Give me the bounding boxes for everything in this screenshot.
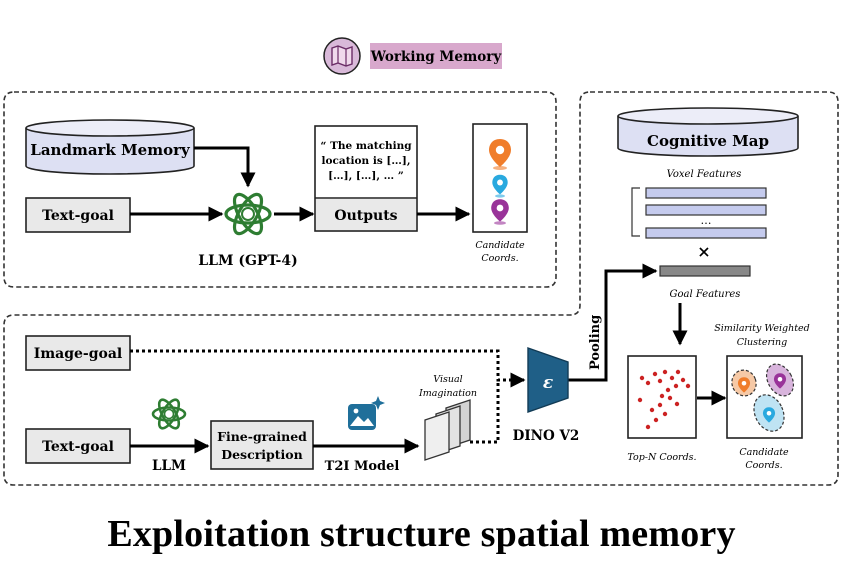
right-arrows	[568, 263, 727, 406]
top-arrows	[130, 146, 471, 222]
candidate-right-line-1: Candidate	[739, 447, 789, 458]
image-sparkle-icon	[348, 396, 385, 430]
top-text-goal-box: Text-goal	[25, 197, 131, 233]
voxel-features-bars: …	[631, 187, 767, 239]
bottom-text-goal-box: Text-goal	[25, 428, 131, 464]
multiply-symbol: ×	[697, 242, 710, 261]
pooling-label: Pooling	[588, 315, 603, 370]
working-memory-header: Working Memory	[323, 37, 503, 75]
similarity-line-1: Similarity Weighted	[714, 323, 809, 334]
bottom-text-goal-label: Text-goal	[42, 439, 114, 455]
candidate-top-line-2: Coords.	[481, 253, 518, 264]
visual-line-2: Imagination	[418, 388, 477, 399]
figure-title: Exploitation structure spatial memory	[107, 513, 736, 555]
similarity-line-2: Clustering	[737, 337, 788, 348]
landmark-memory-db: Landmark Memory	[25, 119, 195, 175]
top-panel-border	[3, 91, 557, 288]
bottom-arrows	[130, 349, 526, 454]
voxel-features-label: Voxel Features	[667, 169, 742, 180]
top-text-goal-label: Text-goal	[42, 208, 114, 224]
t2i-model-label: T2I Model	[325, 459, 400, 474]
outputs-block: “ The matching location is […], […], […]…	[314, 125, 418, 232]
openai-logo-small-icon	[151, 398, 187, 430]
map-icon	[331, 45, 353, 67]
fine-line-1: Fine-grained	[217, 429, 307, 444]
llm-gpt4-label: LLM (GPT-4)	[198, 253, 297, 269]
openai-logo-icon	[224, 192, 272, 236]
topn-coords-box	[627, 355, 697, 439]
cognitive-map-label: Cognitive Map	[647, 132, 769, 150]
quote-line-2: location is […],	[322, 155, 411, 167]
outputs-label: Outputs	[334, 208, 397, 224]
dino-v2-label: DINO V2	[513, 428, 580, 444]
candidate-coords-box-top	[472, 123, 528, 233]
imagination-stack	[424, 399, 471, 461]
clustering-box	[726, 355, 803, 439]
candidate-right-line-2: Coords.	[745, 460, 782, 471]
quote-line-1: “ The matching	[320, 140, 412, 152]
bottom-panel-border	[3, 91, 839, 486]
image-goal-box: Image-goal	[25, 335, 131, 371]
llm-label: LLM	[152, 458, 186, 474]
topn-points	[637, 369, 691, 430]
fine-line-2: Description	[221, 447, 302, 462]
arrow-image-goal-to-dino	[130, 349, 526, 388]
arrow-landmark-to-llm	[194, 146, 256, 188]
goal-features-bar	[659, 265, 751, 277]
voxel-ellipsis: …	[701, 214, 712, 227]
goal-features-label: Goal Features	[670, 289, 741, 300]
visual-line-1: Visual	[433, 374, 462, 385]
arrow-pooling-to-goal-features	[568, 263, 658, 382]
encoder-symbol: ε	[543, 373, 553, 393]
dino-encoder: ε	[527, 347, 569, 413]
image-goal-label: Image-goal	[34, 346, 122, 362]
topn-label: Top-N Coords.	[627, 452, 696, 463]
landmark-memory-label: Landmark Memory	[30, 141, 191, 159]
working-memory-label: Working Memory	[370, 49, 503, 65]
quote-line-3: […], […], … ”	[328, 170, 404, 182]
cognitive-map-db: Cognitive Map	[617, 107, 799, 157]
fine-grained-box: Fine-grained Description	[210, 420, 314, 470]
working-memory-label-bg	[370, 43, 502, 69]
candidate-top-line-1: Candidate	[475, 240, 525, 251]
